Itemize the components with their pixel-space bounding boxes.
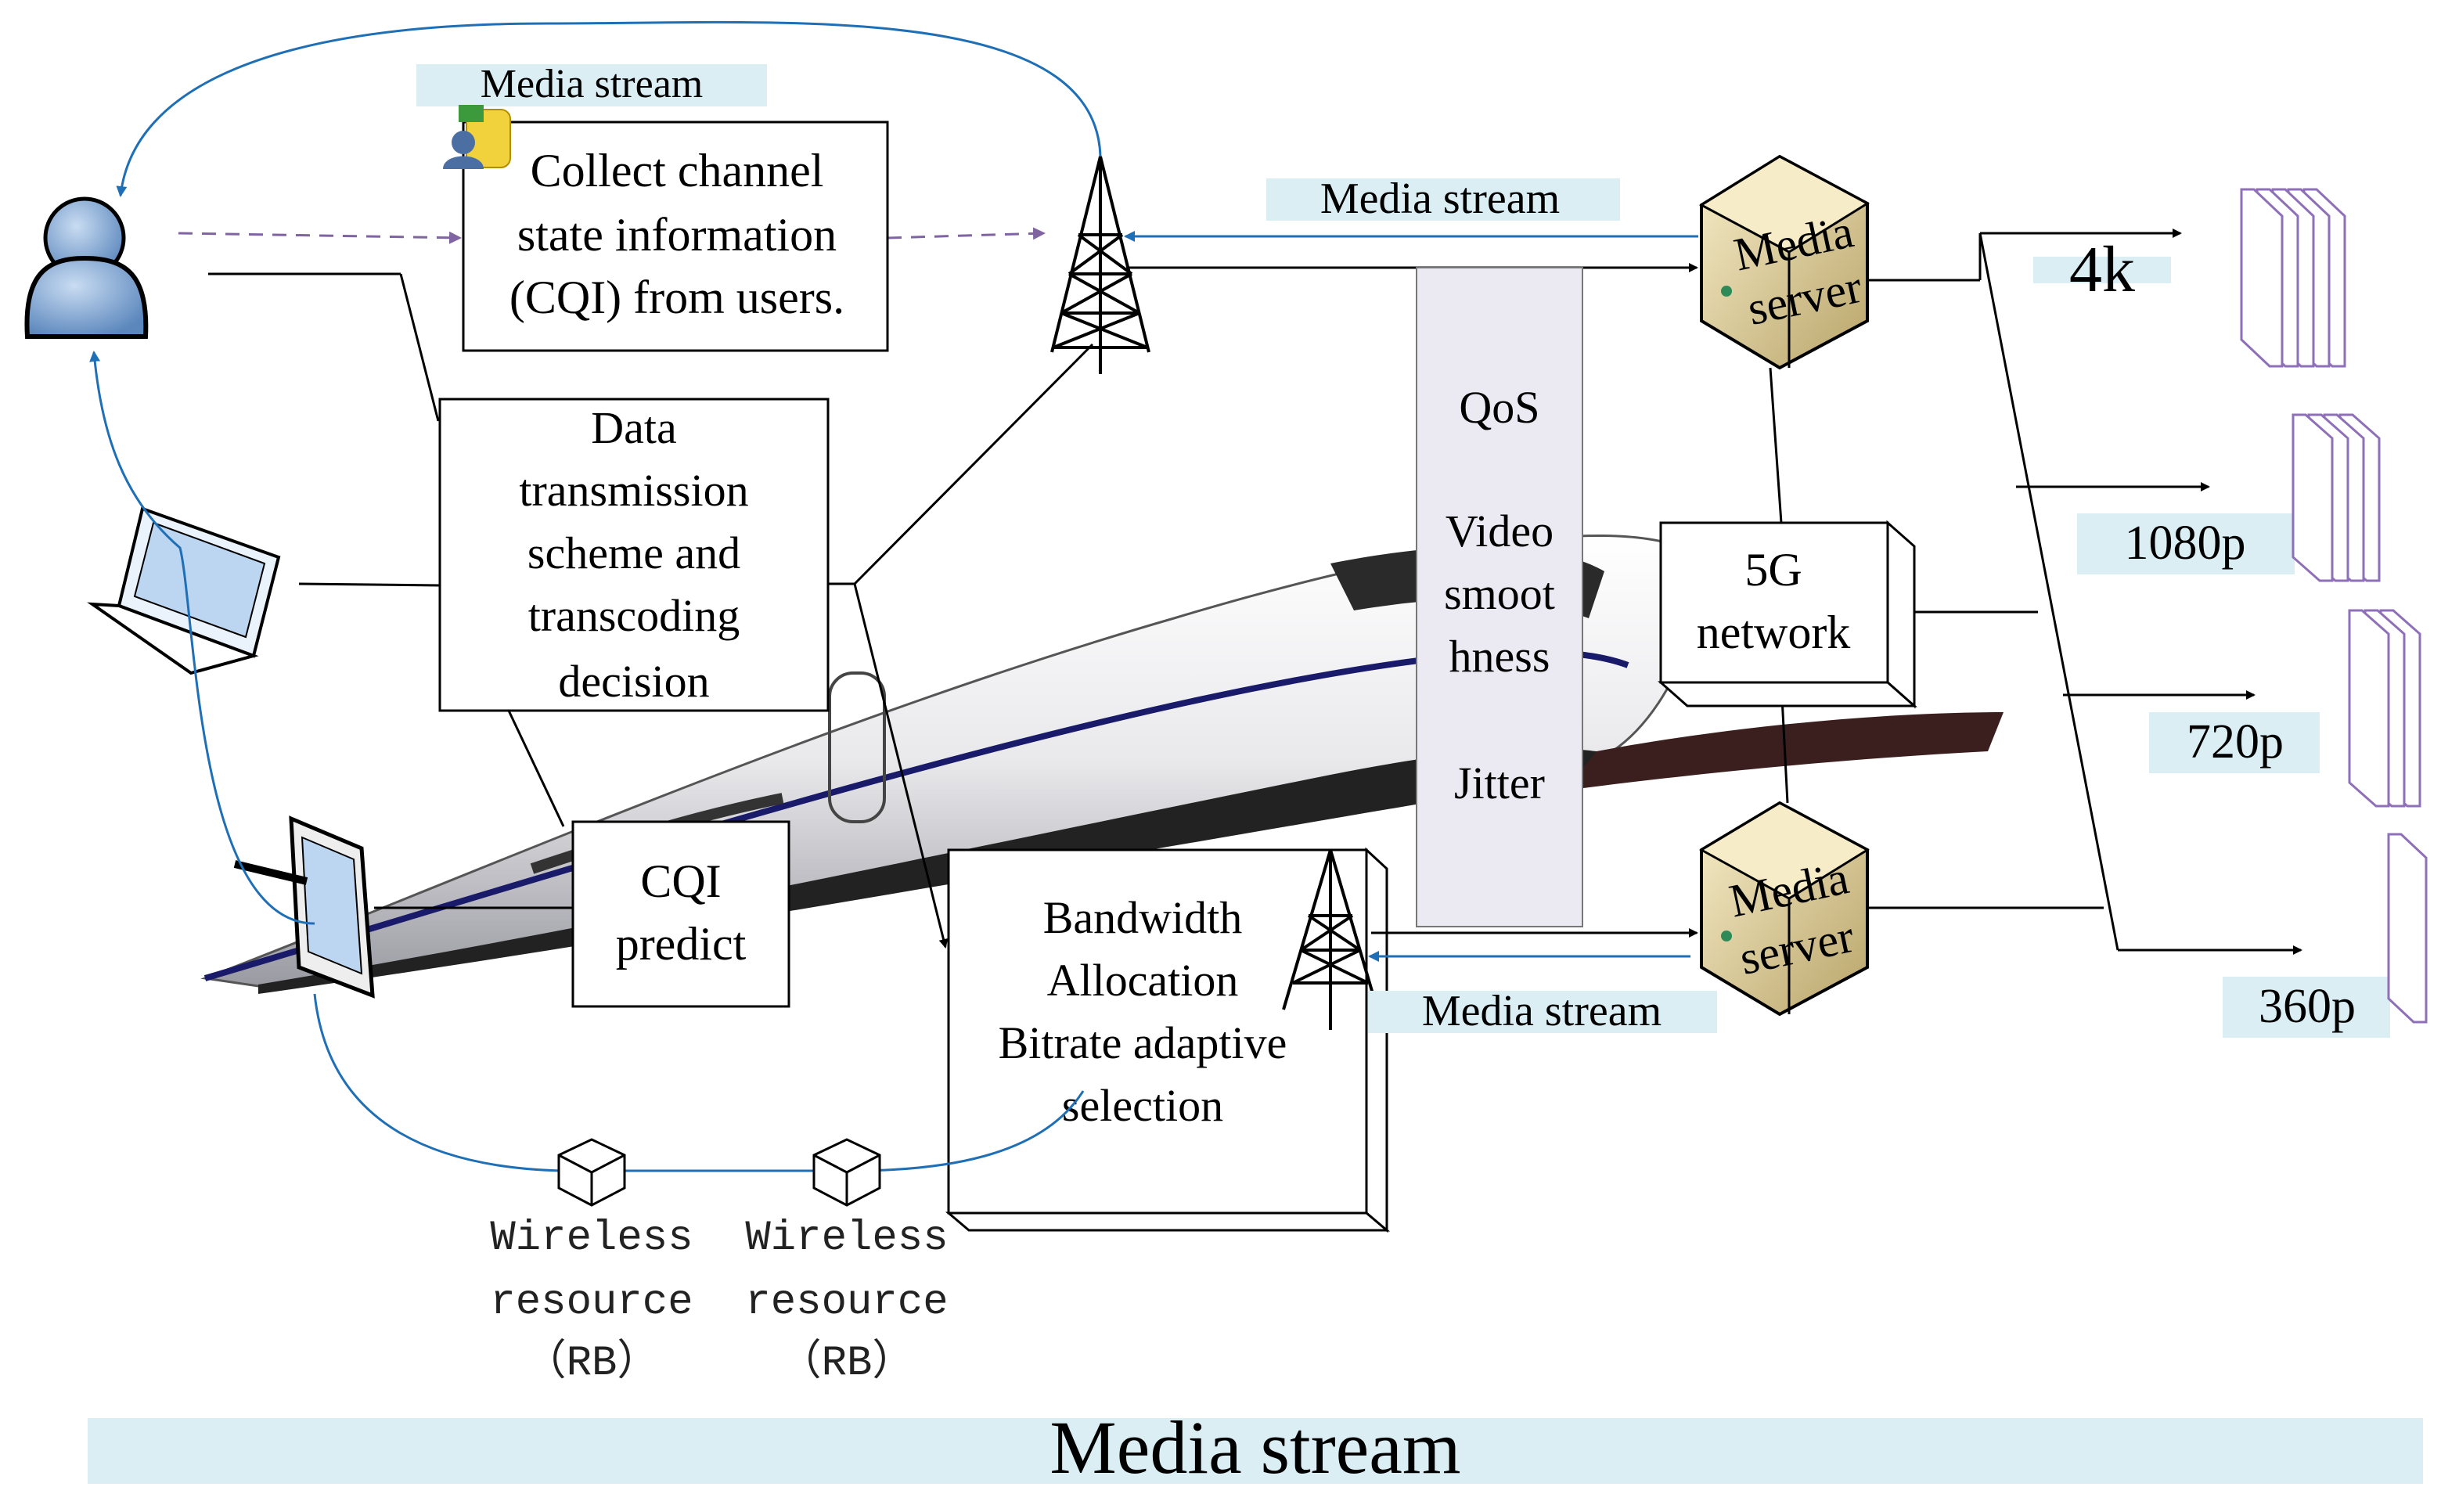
decision-box	[438, 398, 830, 712]
wireless-2-line-1: Wireless	[745, 1215, 948, 1262]
feedback-arc	[116, 20, 1102, 197]
cqi-predict-line-1: CQI	[640, 855, 721, 907]
bandwidth-line-1: Bandwidth	[1043, 892, 1243, 943]
decision-to-bandwidth-arrow	[853, 583, 949, 949]
cqi-dashed-arrow-1	[178, 231, 462, 244]
media-stream-label-right-bg	[1266, 178, 1620, 221]
res-360p-bg	[2223, 977, 2390, 1038]
wireless-1-line-3: （RB）	[524, 1337, 660, 1388]
split-diagonal	[1978, 232, 2119, 951]
wireless-2-line-3: （RB）	[779, 1337, 915, 1388]
cell-tower-icon-bottom	[1282, 849, 1379, 1030]
res-1080p-bg	[2077, 513, 2295, 574]
database-user-icon	[443, 105, 511, 169]
decision-line-1: Data	[591, 402, 677, 453]
bandwidth-line-3: Bitrate adaptive	[999, 1017, 1287, 1068]
cube-icon-2	[812, 1138, 881, 1207]
video-smoothness-line-2: smoot	[1444, 568, 1555, 619]
res-720p-label: 720p	[2187, 715, 2284, 769]
res-1080p-label: 1080p	[2125, 517, 2246, 570]
video-frames-icon-4k	[2240, 188, 2346, 368]
tablet-icon	[233, 815, 375, 999]
decision-line-2: transmission	[519, 465, 748, 516]
video-smoothness-line-3: hness	[1449, 631, 1550, 682]
decision-line-4: transcoding	[528, 590, 740, 641]
jitter-label: Jitter	[1454, 758, 1545, 808]
decision-to-cqi-line	[507, 710, 565, 827]
media-stream-footer: Media stream	[1049, 1406, 1460, 1489]
5g-network-line-2: network	[1697, 607, 1851, 658]
media-stream-label-bottom-right-bg	[1368, 991, 1717, 1033]
server-icon-bottom	[1698, 801, 1870, 1017]
laptop-icon	[87, 506, 281, 675]
cube-icon-1	[557, 1138, 626, 1207]
5g-network-box	[1658, 520, 1917, 709]
wireless-1-line-1: Wireless	[490, 1215, 693, 1262]
decision-to-tower-line	[853, 343, 1094, 585]
server-icon-top	[1699, 154, 1870, 370]
video-smoothness-line-1: Video	[1446, 506, 1554, 556]
decision-line-5: decision	[558, 656, 709, 707]
video-frames-icon-1080p	[2292, 413, 2381, 582]
media-stream-footer-bg	[88, 1418, 2423, 1484]
decision-line-3: scheme and	[527, 527, 740, 578]
video-frames-icon-360p	[2387, 833, 2428, 1024]
wireless-2-line-2: resource	[745, 1279, 948, 1327]
cell-tower-icon-top	[1050, 156, 1150, 374]
media-stream-label-bottom-right: Media stream	[1422, 987, 1662, 1035]
media-stream-label-top: Media stream	[481, 62, 703, 106]
res-4k-bg	[2033, 257, 2171, 283]
server-to-5g-line-top	[1769, 367, 1783, 524]
collect-line-1: Collect channel	[531, 145, 824, 196]
laptop-to-decision-line	[298, 582, 441, 587]
bandwidth-line-4: selection	[1062, 1080, 1223, 1131]
device-to-user-uplink	[89, 351, 315, 925]
collect-line-2: state information	[517, 209, 837, 261]
cqi-predict-line-2: predict	[616, 918, 747, 970]
user-icon	[24, 196, 149, 339]
qos-label: QoS	[1459, 382, 1539, 433]
video-frames-icon-720p	[2348, 609, 2421, 808]
wireless-1-line-2: resource	[490, 1279, 693, 1327]
user-to-decision-line-2	[399, 273, 440, 422]
media-stream-label-right: Media stream	[1320, 175, 1560, 223]
qos-panel	[1416, 267, 1583, 927]
bandwidth-line-2: Allocation	[1047, 955, 1239, 1006]
res-4k-label: 4k	[2069, 233, 2135, 306]
collect-cqi-box	[462, 121, 889, 352]
res-360p-label: 360p	[2259, 980, 2356, 1033]
cqi-predict-box	[571, 820, 790, 1008]
5g-network-line-1: 5G	[1744, 544, 1802, 596]
collect-line-3: (CQI) from users.	[509, 272, 844, 323]
res-720p-bg	[2149, 712, 2320, 773]
cqi-dashed-arrow-2	[887, 227, 1046, 240]
media-stream-label-top-bg	[416, 64, 767, 106]
